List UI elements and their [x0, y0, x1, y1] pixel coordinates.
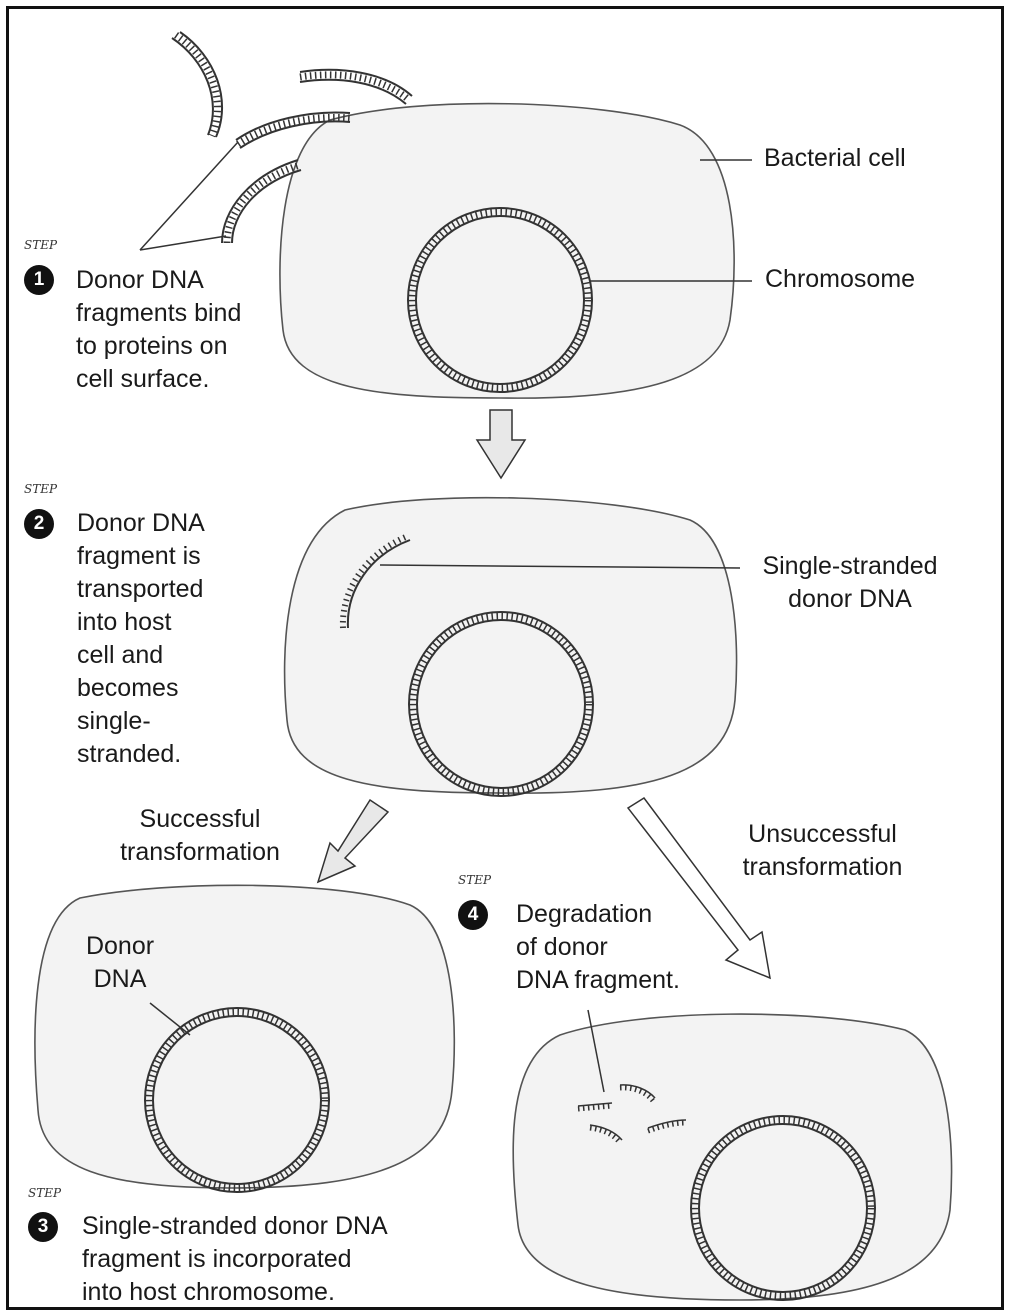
chromosome-label: Chromosome [765, 263, 915, 296]
step-3-word: STEP [28, 1186, 61, 1200]
step-3-line: Single-stranded donor DNA [82, 1210, 388, 1243]
bacterial-cell-1 [280, 104, 734, 399]
step-2-line: cell and [77, 639, 205, 672]
donor-dna-line-2: DNA [70, 963, 170, 996]
successful-transformation-label: Successful transformation [100, 803, 300, 869]
donor-dna-label: Donor DNA [70, 930, 170, 996]
single-stranded-label-line-1: Single-stranded [745, 550, 955, 583]
step-2-line: Donor DNA [77, 507, 205, 540]
step-2-line: becomes [77, 672, 205, 705]
single-stranded-label: Single-stranded donor DNA [745, 550, 955, 616]
step-2-line: stranded. [77, 738, 205, 771]
step-2-line: fragment is [77, 540, 205, 573]
dna-fragment [172, 32, 222, 137]
step-4-line: Degradation [516, 898, 680, 931]
donor-dna-line-1: Donor [70, 930, 170, 963]
step-3-badge: 3 [28, 1212, 58, 1242]
successful-line-2: transformation [100, 836, 300, 869]
step-2-line: transported [77, 573, 205, 606]
step-2-badge: 2 [24, 509, 54, 539]
bacterial-cell-label: Bacterial cell [764, 142, 906, 175]
step-4-text: Degradation of donor DNA fragment. [516, 898, 680, 997]
step-1-text: Donor DNA fragments bind to proteins on … [76, 264, 241, 396]
step-3-text: Single-stranded donor DNA fragment is in… [82, 1210, 388, 1309]
unsuccessful-line-1: Unsuccessful [720, 818, 925, 851]
step-1-badge: 1 [24, 265, 54, 295]
step-1-line: cell surface. [76, 363, 241, 396]
down-arrow [477, 410, 525, 478]
dna-fragment [300, 70, 412, 104]
step-3-line: into host chromosome. [82, 1276, 388, 1309]
unsuccessful-transformation-label: Unsuccessful transformation [720, 818, 925, 884]
step-4-line: DNA fragment. [516, 964, 680, 997]
step-1-line: fragments bind [76, 297, 241, 330]
successful-arrow [318, 800, 388, 882]
step-4-word: STEP [458, 873, 491, 887]
step-3-line: fragment is incorporated [82, 1243, 388, 1276]
step-2-word: STEP [24, 482, 57, 496]
step-1-word: STEP [24, 238, 57, 252]
step-1-line: to proteins on [76, 330, 241, 363]
step-2-line: into host [77, 606, 205, 639]
step-1-line: Donor DNA [76, 264, 241, 297]
single-stranded-label-line-2: donor DNA [745, 583, 955, 616]
bacterial-cell-2 [285, 498, 737, 793]
unsuccessful-line-2: transformation [720, 851, 925, 884]
step-4-line: of donor [516, 931, 680, 964]
step-2-text: Donor DNA fragment is transported into h… [77, 507, 205, 771]
successful-line-1: Successful [100, 803, 300, 836]
step-4-badge: 4 [458, 900, 488, 930]
step-2-line: single- [77, 705, 205, 738]
bacterial-cell-4 [513, 1014, 951, 1300]
